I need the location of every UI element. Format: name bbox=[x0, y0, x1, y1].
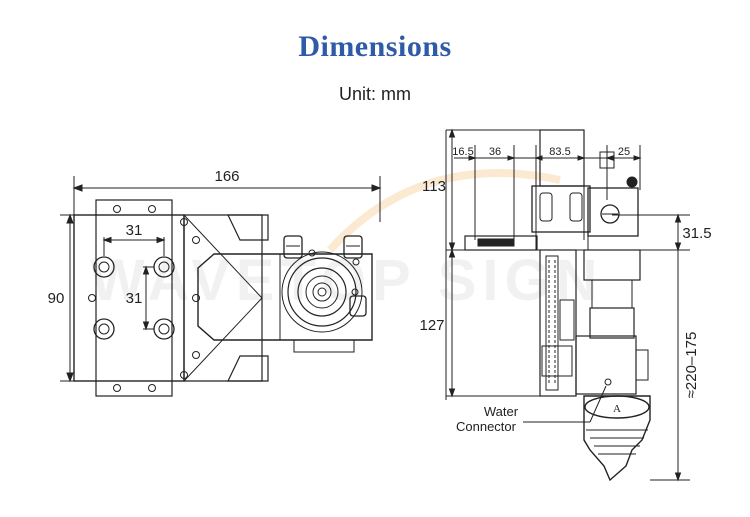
dim-25: 25 bbox=[618, 146, 630, 158]
dim-hole-spacing-x: 31 bbox=[126, 222, 143, 239]
dim-16-5: 16.5 bbox=[452, 146, 473, 158]
dim-113: 113 bbox=[422, 178, 446, 195]
dim-top-width: 166 bbox=[214, 168, 239, 185]
page-title: Dimensions bbox=[298, 30, 452, 63]
water-connector-label-line2: Connector bbox=[456, 419, 517, 434]
side-view bbox=[445, 128, 690, 482]
water-connector-label-line1: Water bbox=[484, 404, 519, 419]
dim-31-5: 31.5 bbox=[682, 225, 711, 242]
dim-36: 36 bbox=[489, 146, 501, 158]
dim-hole-spacing-y: 31 bbox=[126, 290, 143, 307]
watermark-arc bbox=[327, 169, 561, 253]
dim-top-height: 90 bbox=[48, 290, 65, 307]
dim-220-175: ≈220–175 bbox=[683, 332, 700, 399]
dim-127: 127 bbox=[419, 317, 444, 334]
unit-label: Unit: mm bbox=[339, 84, 411, 104]
top-view bbox=[60, 176, 382, 397]
nozzle-mark: A bbox=[613, 403, 621, 415]
dim-83-5: 83.5 bbox=[549, 146, 570, 158]
